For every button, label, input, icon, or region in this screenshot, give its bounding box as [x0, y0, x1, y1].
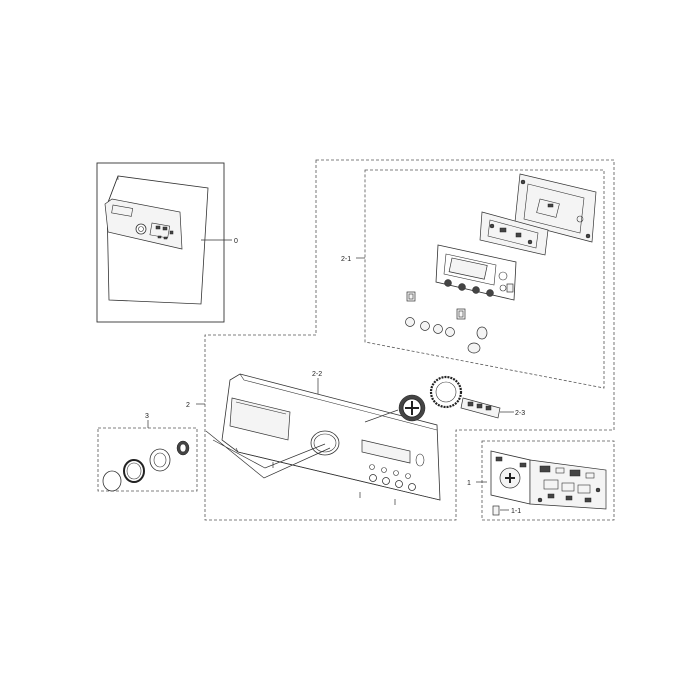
assembly-2-1-boundary: [364, 169, 605, 389]
small-connector-1-1: [492, 505, 500, 516]
label-assembly-1-1: 1-1: [511, 508, 521, 515]
upper-bracket: [514, 173, 597, 243]
dial-hole: [310, 430, 340, 456]
pcb-bracket-group: 2-1: [341, 169, 605, 389]
display-window: [361, 439, 411, 464]
button-cap: [433, 324, 443, 334]
button-cap: [445, 327, 455, 337]
label-assembly-2-3: 2-3: [515, 410, 525, 417]
dial-knob-kit-group: 3: [97, 413, 198, 492]
power-button-hole: [415, 453, 425, 467]
label-assembly-2: 2: [186, 402, 190, 409]
connection-lines: [205, 430, 331, 479]
washer-overview-frame: [96, 162, 225, 323]
control-panel-group: 2-2: [221, 371, 441, 505]
washer-dial: [135, 223, 147, 235]
label-assembly-1: 1: [467, 480, 471, 487]
label-assembly-0: 0: [234, 238, 238, 245]
label-assembly-2-1: 2-1: [341, 256, 351, 263]
assembly-3-boundary: [97, 427, 198, 492]
selector-ring: [429, 375, 463, 409]
button-cap: [405, 317, 415, 327]
washer-overview-group: 0: [96, 162, 238, 323]
detergent-drawer-opening: [229, 397, 291, 441]
oval-button-cap: [467, 342, 481, 354]
button-cap: [420, 321, 430, 331]
switch-strip-group: 2-3: [460, 397, 525, 419]
selector-knob-group: [364, 375, 463, 423]
washer-control-panel: [104, 198, 183, 250]
connector-right: [456, 308, 466, 320]
assembly-2-boundary: [204, 159, 615, 521]
main-pcb-group: 1 1-1: [467, 440, 615, 521]
knob-body: [149, 448, 171, 472]
label-assembly-3: 3: [145, 413, 149, 420]
assembly-1-boundary: [481, 440, 615, 521]
panel-buttons: [369, 464, 416, 491]
label-assembly-2-2: 2-2: [312, 371, 322, 378]
connector-left: [406, 291, 416, 302]
middle-frame: [479, 211, 549, 256]
power-button-cap: [476, 326, 488, 340]
knob-cap: [102, 470, 122, 492]
